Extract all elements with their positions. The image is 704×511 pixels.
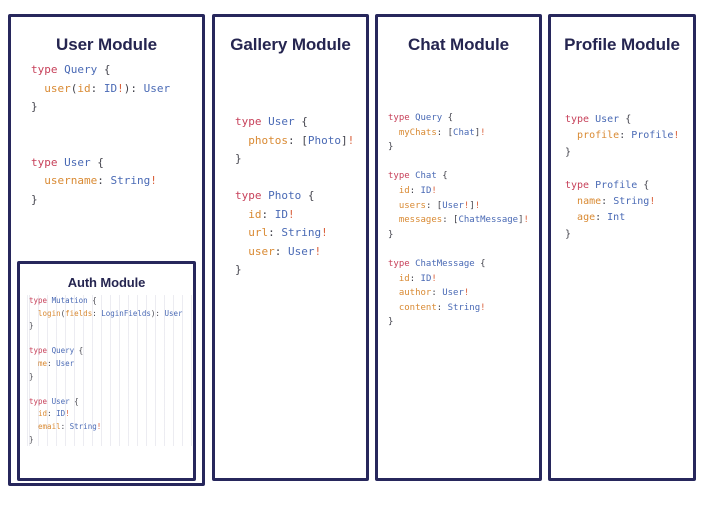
schema-code-profile: type User { profile: Profile!} type Prof… (551, 112, 693, 243)
code-line: type User { (29, 396, 79, 406)
code-line: } (31, 192, 38, 206)
code-line: type Query { (31, 63, 111, 76)
code-line: type User { (235, 115, 308, 128)
code-line: type User { (31, 155, 104, 169)
code-line: author: User! (398, 288, 470, 299)
code-line: type Query { (388, 113, 454, 123)
code-line: } (388, 317, 394, 328)
code-line (388, 242, 539, 257)
code-line: id: ID! (398, 185, 437, 196)
module-card-auth[interactable]: Auth Module type Mutation { login(fields… (17, 261, 196, 481)
code-line: id: ID! (38, 409, 70, 419)
code-line: } (235, 152, 242, 165)
code-line (235, 169, 366, 188)
code-line: username: String! (44, 174, 157, 187)
code-line: user(id: ID!): User (44, 81, 171, 95)
code-line: me: User (38, 358, 75, 368)
module-card-user[interactable]: User Module type Query { user(id: ID!): … (8, 14, 205, 486)
code-line: myChats: [Chat]! (398, 127, 486, 138)
code-line: age: Int (577, 212, 626, 224)
module-title-auth: Auth Module (67, 275, 146, 290)
code-line (565, 161, 693, 177)
code-line: type User { (565, 114, 632, 125)
schema-code-chat: type Query { myChats: [Chat]!} type Chat… (378, 111, 539, 330)
code-line: content: String! (398, 302, 486, 313)
code-line: type ChatMessage { (388, 258, 486, 269)
code-line: } (235, 263, 242, 276)
code-line: } (388, 229, 394, 240)
module-card-profile[interactable]: Profile Module type User { profile: Prof… (548, 14, 696, 481)
code-line: } (31, 100, 38, 113)
module-title-gallery: Gallery Module (230, 35, 351, 54)
code-line (29, 383, 193, 396)
code-line: } (29, 434, 34, 444)
module-card-chat[interactable]: Chat Module type Query { myChats: [Chat]… (375, 14, 542, 481)
code-line: profile: Profile! (577, 130, 680, 142)
code-line: } (29, 371, 34, 381)
module-card-gallery[interactable]: Gallery Module type User { photos: [Phot… (212, 14, 369, 481)
module-title-chat: Chat Module (408, 35, 509, 54)
module-title-user: User Module (56, 35, 157, 54)
code-line: type Query { (29, 346, 84, 356)
code-line: photos: [Photo]! (248, 133, 355, 147)
code-line: type Chat { (388, 171, 448, 182)
code-line: id: ID! (398, 273, 437, 284)
module-title-profile: Profile Module (564, 35, 680, 54)
code-line: } (29, 321, 34, 331)
code-line (31, 117, 202, 136)
schema-code-auth: type Mutation { login(fields: LoginField… (20, 295, 193, 447)
code-line: messages: [ChatMessage]! (398, 215, 529, 226)
code-line: } (388, 142, 394, 153)
code-line: user: User! (248, 244, 322, 258)
code-line (29, 333, 193, 346)
code-line: type Photo { (235, 189, 315, 202)
code-line: id: ID! (248, 207, 295, 221)
code-line: type Mutation { (29, 296, 97, 305)
code-line (388, 155, 539, 170)
code-line (31, 135, 202, 154)
code-line: } (565, 228, 572, 240)
code-line: } (565, 146, 572, 158)
code-line: type Profile { (565, 179, 650, 191)
code-line: users: [User!]! (398, 200, 481, 211)
schema-code-user: type Query { user(id: ID!): User} type U… (11, 61, 202, 209)
code-line: login(fields: LoginFields): User (38, 308, 183, 318)
schema-code-gallery: type User { photos: [Photo]!} type Photo… (215, 113, 366, 280)
code-line: url: String! (248, 226, 328, 239)
code-line: name: String! (577, 196, 656, 208)
code-line: email: String! (38, 421, 102, 431)
